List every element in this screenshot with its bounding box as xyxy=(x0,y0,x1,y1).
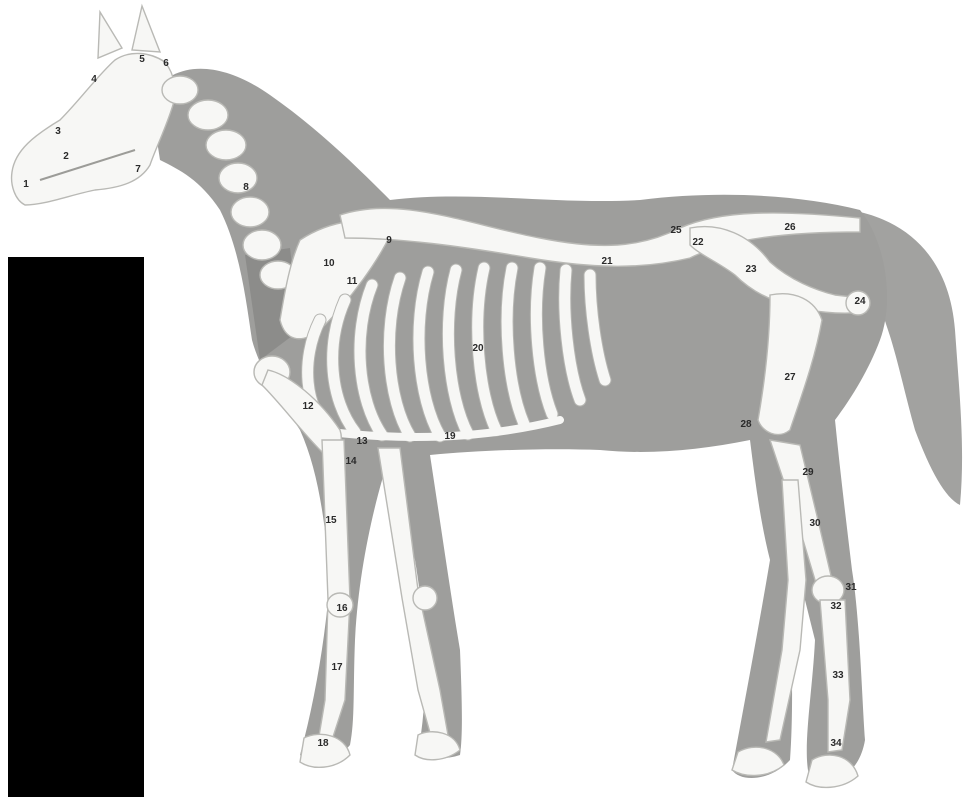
label-18: 18 xyxy=(317,739,328,749)
label-14: 14 xyxy=(345,457,356,467)
label-9: 9 xyxy=(386,236,392,246)
label-15: 15 xyxy=(325,516,336,526)
label-11: 11 xyxy=(347,277,358,287)
label-34: 34 xyxy=(830,739,841,749)
label-13: 13 xyxy=(356,437,367,447)
label-29: 29 xyxy=(802,468,813,478)
redaction-box xyxy=(8,257,144,797)
label-16: 16 xyxy=(336,604,347,614)
label-3: 3 xyxy=(55,127,61,137)
label-8: 8 xyxy=(243,183,249,193)
label-26: 26 xyxy=(784,223,795,233)
label-22: 22 xyxy=(692,238,703,248)
label-27: 27 xyxy=(784,373,795,383)
label-19: 19 xyxy=(444,432,455,442)
label-1: 1 xyxy=(23,180,29,190)
label-24: 24 xyxy=(854,297,865,307)
label-31: 31 xyxy=(845,583,856,593)
label-2: 2 xyxy=(63,152,69,162)
label-32: 32 xyxy=(830,602,841,612)
label-17: 17 xyxy=(331,663,342,673)
label-20: 20 xyxy=(472,344,483,354)
label-23: 23 xyxy=(745,265,756,275)
front-knee-far xyxy=(413,586,437,610)
label-7: 7 xyxy=(135,165,141,175)
label-4: 4 xyxy=(91,75,97,85)
label-10: 10 xyxy=(323,259,334,269)
label-5: 5 xyxy=(139,55,145,65)
ear-left xyxy=(98,12,122,58)
label-25: 25 xyxy=(670,226,681,236)
ear-right xyxy=(132,6,160,52)
label-28: 28 xyxy=(740,420,751,430)
label-6: 6 xyxy=(163,59,169,69)
label-21: 21 xyxy=(601,257,612,267)
label-30: 30 xyxy=(809,519,820,529)
label-33: 33 xyxy=(832,671,843,681)
label-12: 12 xyxy=(302,402,313,412)
